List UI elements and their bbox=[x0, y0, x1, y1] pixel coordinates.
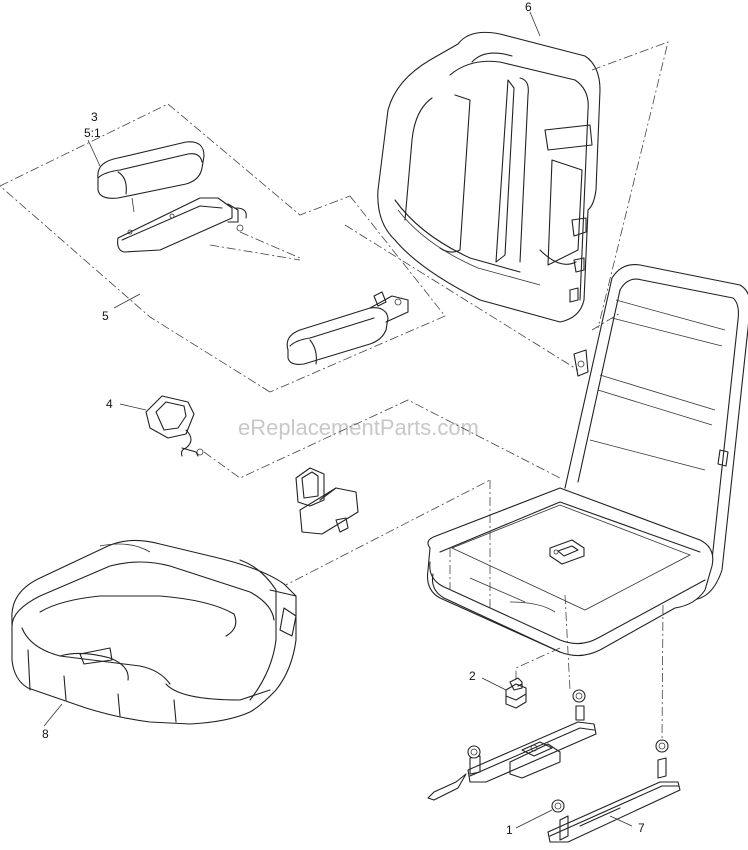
callout-leaders bbox=[43, 11, 633, 829]
callout-3: 3 bbox=[91, 110, 98, 124]
seat-back-cushion[interactable] bbox=[377, 31, 601, 323]
armrest-assembly[interactable] bbox=[286, 291, 409, 365]
callout-2: 2 bbox=[469, 669, 476, 683]
callout-8: 8 bbox=[42, 727, 49, 741]
slide-rail-left[interactable] bbox=[427, 689, 597, 801]
armrest-bracket[interactable] bbox=[117, 197, 247, 253]
slide-rail-right[interactable] bbox=[547, 739, 681, 843]
callout-6: 6 bbox=[525, 0, 532, 14]
frame-leader-lines bbox=[449, 548, 664, 741]
seat-switch-connector[interactable] bbox=[145, 395, 204, 457]
callout-1: 1 bbox=[506, 823, 513, 837]
seat-belt-buckle[interactable] bbox=[295, 467, 359, 535]
armrest-group-boundary bbox=[0, 103, 446, 393]
watermark: eReplacementParts.com bbox=[238, 415, 479, 440]
connector-leader-lines bbox=[203, 399, 561, 610]
seat-switch[interactable] bbox=[505, 677, 527, 709]
callout-5: 5 bbox=[102, 309, 109, 323]
armrest-pad[interactable] bbox=[97, 141, 205, 213]
callout-4: 4 bbox=[106, 397, 113, 411]
callout-3-ratio: 5:1 bbox=[84, 126, 101, 140]
callout-7: 7 bbox=[638, 821, 645, 835]
seat-bottom-cushion[interactable] bbox=[11, 539, 297, 725]
seat-frame[interactable] bbox=[426, 263, 748, 657]
